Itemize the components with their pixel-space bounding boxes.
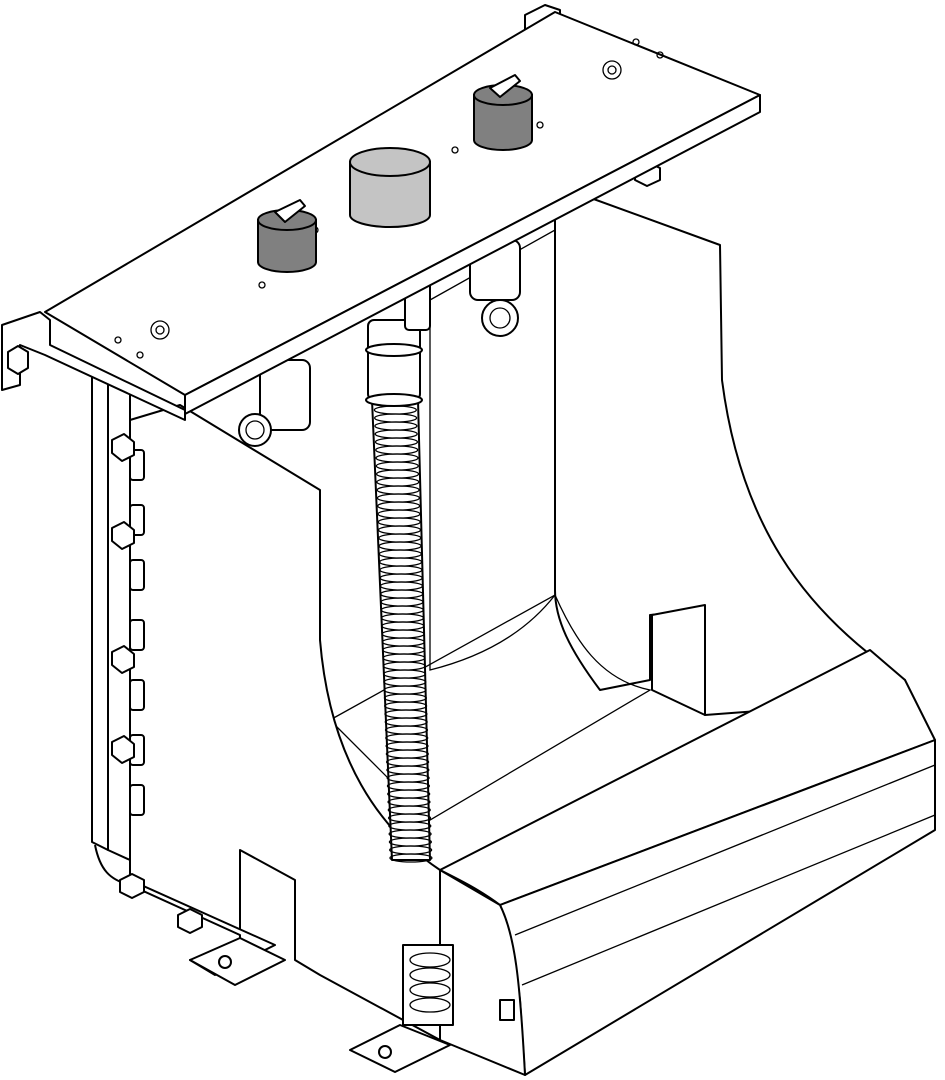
right-knob: [473, 74, 533, 151]
inner-floor: [328, 594, 652, 821]
rail-clips: [129, 449, 145, 816]
box-edge-1: [514, 764, 936, 936]
hose-seal-ring-2: [365, 393, 423, 407]
bracket-bolt: [7, 345, 29, 375]
hose-corrugation: [389, 853, 433, 863]
hose-connector: [367, 319, 421, 401]
top-left-bracket: [1, 311, 186, 421]
corrugated-hose: [371, 399, 433, 863]
cutout-slot: [651, 604, 706, 716]
top-plate-front-edge: [184, 94, 761, 415]
box-edge-2: [521, 814, 936, 986]
left-knob: [257, 199, 317, 273]
center-knob: [349, 147, 431, 228]
box-end-cap: [439, 869, 526, 1076]
left-foot: [189, 937, 286, 986]
hose-seal-ring: [365, 343, 423, 357]
left-valve-fitting: [238, 359, 311, 447]
right-side-panel: [554, 184, 906, 716]
foot-screw-left: [218, 955, 232, 969]
bottom-bolt-1: [119, 873, 145, 899]
bottom-bolt-2: [177, 908, 203, 934]
left-rail: [91, 369, 109, 851]
foot-screw-right: [378, 1045, 392, 1059]
hose-bottom-coils: [409, 952, 451, 1013]
right-foot: [349, 1024, 451, 1073]
rail-bolts: [111, 433, 135, 764]
box-latch: [499, 999, 515, 1021]
